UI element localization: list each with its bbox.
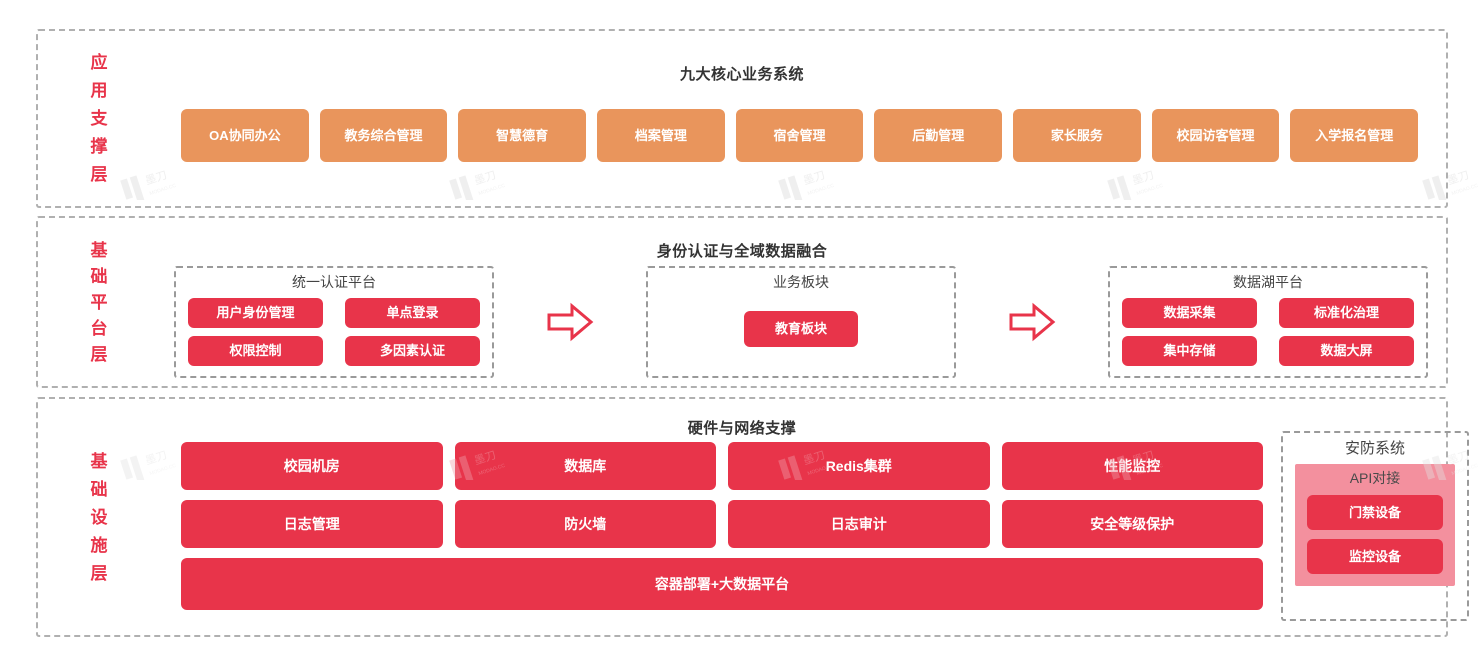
node-permission-control[interactable]: 权限控制 — [188, 335, 323, 366]
node-centralized-storage[interactable]: 集中存储 — [1122, 335, 1257, 366]
layer-label-infrastructure: 基 础 设 施 层 — [82, 399, 116, 635]
layer-label-char: 基 — [90, 240, 108, 260]
node-campus-visitor-management[interactable]: 校园访客管理 — [1151, 109, 1280, 162]
data-lake-node-grid: 数据采集 标准化治理 集中存储 数据大屏 — [1122, 297, 1414, 366]
panel-title-unified-auth: 统一认证平台 — [292, 274, 376, 290]
node-user-identity-management[interactable]: 用户身份管理 — [188, 297, 323, 328]
node-standardized-governance[interactable]: 标准化治理 — [1279, 297, 1414, 328]
layer-label-char: 层 — [90, 563, 108, 583]
infrastructure-row: 日志管理 防火墙 日志审计 安全等级保护 — [181, 500, 1263, 548]
layer-label-base-platform: 基 础 平 台 层 — [82, 218, 116, 386]
panel-title-business-block: 业务板块 — [773, 274, 829, 290]
layer-label-char: 平 — [90, 292, 108, 312]
panel-unified-auth-platform: 统一认证平台 用户身份管理 单点登录 权限控制 多因素认证 — [174, 266, 494, 378]
arrow-right-icon — [547, 302, 594, 342]
infrastructure-node-area: 校园机房 数据库 Redis集群 性能监控 日志管理 防火墙 日志审计 安全等级… — [181, 442, 1263, 618]
node-campus-server-room[interactable]: 校园机房 — [181, 442, 443, 490]
section-title-core-business-systems: 九大核心业务系统 — [679, 66, 804, 83]
svg-text:MODAO.CC: MODAO.CC — [1451, 183, 1479, 197]
business-system-node-list: OA协同办公 教务综合管理 智慧德育 档案管理 宿舍管理 后勤管理 家长服务 校… — [181, 109, 1419, 162]
node-smart-moral-education[interactable]: 智慧德育 — [458, 109, 587, 162]
node-parent-service[interactable]: 家长服务 — [1013, 109, 1141, 162]
node-archive-management[interactable]: 档案管理 — [597, 109, 725, 162]
layer-infrastructure: 基 础 设 施 层 硬件与网络支撑 校园机房 数据库 Redis集群 性能监控 … — [36, 397, 1469, 637]
layer-label-char: 用 — [90, 81, 108, 100]
unified-auth-node-grid: 用户身份管理 单点登录 权限控制 多因素认证 — [188, 297, 480, 366]
node-database[interactable]: 数据库 — [454, 442, 716, 490]
connector-slot-auth-to-business — [494, 302, 646, 342]
node-access-control-device[interactable]: 门禁设备 — [1307, 494, 1443, 530]
layer-label-char: 应 — [90, 53, 108, 72]
infrastructure-row: 校园机房 数据库 Redis集群 性能监控 — [181, 442, 1263, 490]
arrow-right-icon — [1009, 302, 1056, 342]
panel-data-lake-platform: 数据湖平台 数据采集 标准化治理 集中存储 数据大屏 — [1108, 266, 1428, 378]
layer-label-char: 施 — [90, 535, 108, 555]
node-oa-collaboration[interactable]: OA协同办公 — [181, 109, 309, 162]
connector-slot-business-to-lake — [956, 302, 1108, 342]
node-log-management[interactable]: 日志管理 — [181, 500, 443, 548]
layer-label-char: 层 — [90, 344, 108, 364]
node-surveillance-device[interactable]: 监控设备 — [1307, 538, 1443, 574]
layer-label-char: 设 — [90, 507, 108, 527]
node-logistics-management[interactable]: 后勤管理 — [874, 109, 1003, 162]
node-redis-cluster[interactable]: Redis集群 — [728, 442, 990, 490]
node-enrollment-management[interactable]: 入学报名管理 — [1290, 109, 1419, 162]
node-data-collection[interactable]: 数据采集 — [1122, 297, 1257, 328]
section-title-identity-and-data-fusion: 身份认证与全域数据融合 — [656, 243, 828, 260]
node-multi-factor-auth[interactable]: 多因素认证 — [345, 335, 480, 366]
panel-title-data-lake: 数据湖平台 — [1233, 274, 1303, 290]
platform-flow: 统一认证平台 用户身份管理 单点登录 权限控制 多因素认证 业务板块 教育板块 — [174, 266, 1428, 378]
node-data-dashboard[interactable]: 数据大屏 — [1279, 335, 1414, 366]
layer-label-char: 支 — [90, 109, 108, 128]
panel-security-system: 安防系统 API对接 门禁设备 监控设备 — [1281, 431, 1469, 621]
panel-business-block: 业务板块 教育板块 — [646, 266, 956, 378]
svg-text:墨刀: 墨刀 — [1446, 168, 1471, 187]
business-block-node-area: 教育板块 — [660, 298, 942, 360]
node-dormitory-management[interactable]: 宿舍管理 — [735, 109, 864, 162]
layer-label-char: 基 — [90, 451, 108, 471]
section-title-hardware-network-support: 硬件与网络支撑 — [687, 420, 797, 437]
layer-label-char: 台 — [90, 318, 108, 338]
panel-title-security-system: 安防系统 — [1344, 440, 1405, 457]
layer-label-char: 层 — [90, 165, 108, 184]
layer-label-char: 础 — [90, 479, 108, 499]
api-integration-box: API对接 门禁设备 监控设备 — [1295, 464, 1455, 586]
node-single-sign-on[interactable]: 单点登录 — [345, 297, 480, 328]
node-security-level-protection[interactable]: 安全等级保护 — [1001, 500, 1263, 548]
layer-label-char: 础 — [90, 266, 108, 286]
node-academic-management[interactable]: 教务综合管理 — [319, 109, 448, 162]
layer-label-char: 撑 — [90, 137, 108, 156]
layer-application-support: 应 用 支 撑 层 九大核心业务系统 OA协同办公 教务综合管理 智慧德育 档案… — [36, 29, 1448, 208]
node-log-audit[interactable]: 日志审计 — [728, 500, 990, 548]
node-container-deployment-bigdata[interactable]: 容器部署+大数据平台 — [181, 558, 1263, 610]
infrastructure-wide-row: 容器部署+大数据平台 — [181, 558, 1263, 610]
node-firewall[interactable]: 防火墙 — [454, 500, 716, 548]
layer-base-platform: 基 础 平 台 层 身份认证与全域数据融合 统一认证平台 用户身份管理 单点登录… — [36, 216, 1448, 388]
node-education-block[interactable]: 教育板块 — [744, 310, 858, 347]
layer-label-application: 应 用 支 撑 层 — [82, 31, 116, 206]
api-integration-label: API对接 — [1349, 470, 1401, 486]
node-performance-monitoring[interactable]: 性能监控 — [1001, 442, 1263, 490]
